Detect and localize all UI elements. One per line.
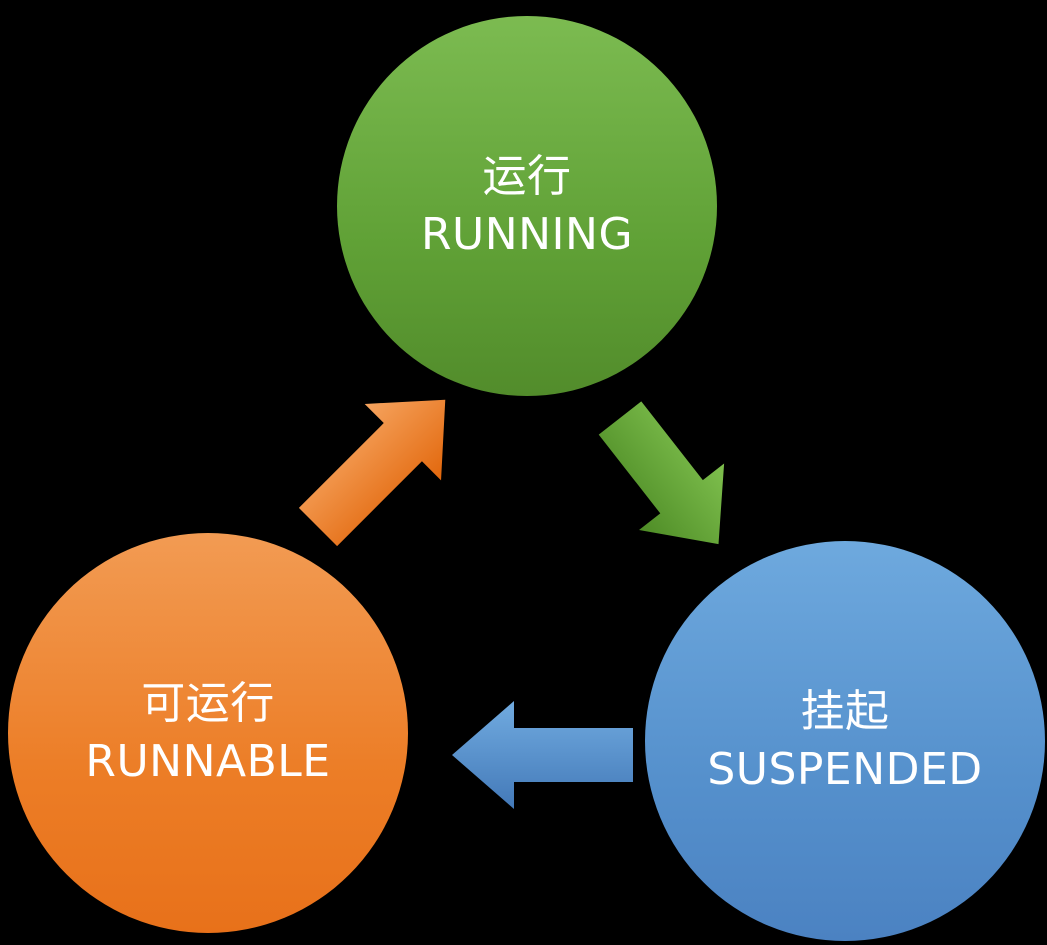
node-runnable-label: 可运行 RUNNABLE (85, 675, 330, 791)
node-runnable-label-en: RUNNABLE (85, 736, 331, 787)
node-running: 运行 RUNNING (337, 16, 717, 396)
node-runnable: 可运行 RUNNABLE (8, 533, 408, 933)
node-running-label-zh: 运行 (482, 150, 572, 202)
node-suspended-label-zh: 挂起 (800, 685, 890, 737)
node-suspended-label-en: SUSPENDED (707, 744, 983, 795)
node-running-label-en: RUNNING (420, 209, 634, 260)
arrow-suspended-to-runnable (452, 701, 633, 809)
node-suspended-label: 挂起 SUSPENDED (707, 683, 982, 799)
node-running-label: 运行 RUNNING (421, 148, 633, 264)
node-suspended: 挂起 SUSPENDED (645, 541, 1045, 941)
arrow-runnable-to-running (298, 399, 446, 547)
node-runnable-label-zh: 可运行 (141, 677, 275, 729)
arrow-running-to-suspended (598, 401, 725, 545)
